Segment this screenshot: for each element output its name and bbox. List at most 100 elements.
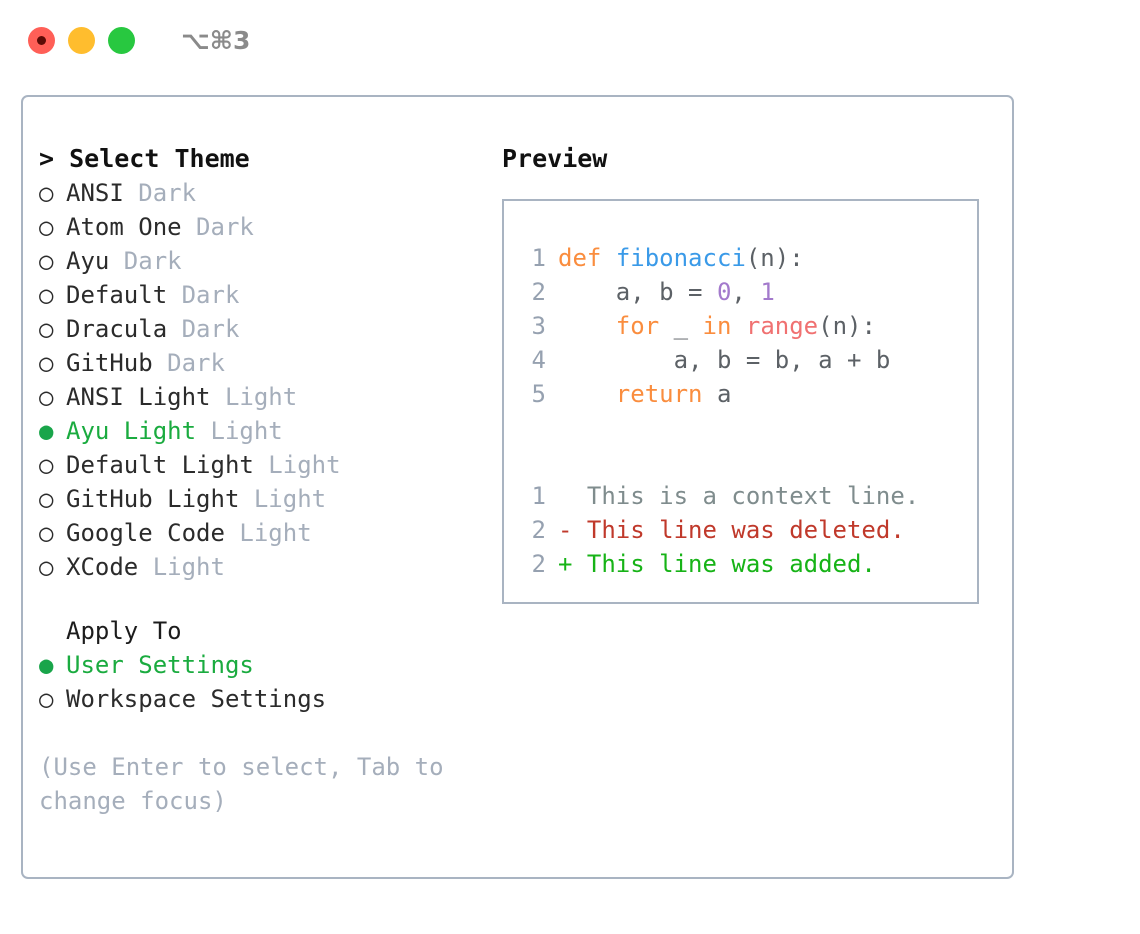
spacer	[39, 584, 469, 614]
preview-heading: Preview	[502, 144, 608, 173]
theme-option-xcode[interactable]: ○XCode Light	[39, 550, 469, 584]
spacer	[518, 411, 977, 445]
apply-to-list: ●User Settings○Workspace Settings	[39, 648, 469, 716]
code-token-plain: a	[702, 380, 732, 408]
theme-option-kind: Light	[196, 417, 283, 445]
code-token-plain	[731, 312, 745, 340]
select-theme-heading: > Select Theme	[39, 144, 250, 173]
theme-option-ayu-light[interactable]: ● Ayu Light Light	[39, 414, 469, 448]
code-token-plain: a, b =	[558, 278, 717, 306]
code-token-kw: in	[702, 312, 732, 340]
code-line-text: return a	[558, 377, 732, 411]
apply-to-option-user-settings[interactable]: ●User Settings	[39, 648, 469, 682]
theme-option-label: Default	[66, 281, 168, 309]
main-content-panel: > Select Theme ○ANSI Dark○Atom One Dark○…	[21, 95, 1014, 879]
theme-option-ansi[interactable]: ○ ANSI Dark	[39, 176, 469, 210]
code-line: 3 for _ in range(n):	[518, 309, 977, 343]
theme-option-default-light[interactable]: ○Default Light Light	[39, 448, 469, 482]
theme-option-kind: Dark	[167, 281, 240, 309]
theme-option-dracula[interactable]: ○Dracula Dark	[39, 312, 469, 346]
code-line: 4 a, b = b, a + b	[518, 343, 977, 377]
code-token-num: 1	[760, 278, 775, 306]
radio-unselected-icon: ○	[39, 349, 54, 377]
code-token-call: range	[745, 312, 819, 340]
radio-unselected-icon: ○	[39, 247, 54, 275]
theme-option-label: ANSI	[66, 179, 124, 207]
theme-option-label: Default Light	[66, 451, 254, 479]
code-line: 5 return a	[518, 377, 977, 411]
theme-option-ansi-light[interactable]: ○ANSI Light Light	[39, 380, 469, 414]
code-line: 2 a, b = 0, 1	[518, 275, 977, 309]
theme-option-label: GitHub Light	[66, 485, 240, 513]
theme-option-ayu[interactable]: ○ Ayu Dark	[39, 244, 469, 278]
radio-unselected-icon: ○	[39, 315, 54, 343]
diff-line-del: 2- This line was deleted.	[518, 513, 977, 547]
theme-option-label: Google Code	[66, 519, 225, 547]
code-token-plain	[601, 244, 615, 272]
code-token-kw: def	[558, 244, 602, 272]
theme-list: ○ANSI Dark○Atom One Dark○Ayu Dark○Defaul…	[39, 176, 469, 584]
code-token-kw: return	[615, 380, 703, 408]
code-line-text: for _ in range(n):	[558, 309, 876, 343]
code-token-plain	[558, 312, 616, 340]
spacer	[518, 445, 977, 479]
line-number: 2	[531, 278, 546, 306]
code-token-plain: a, b = b, a + b	[558, 346, 891, 374]
theme-option-kind: Dark	[152, 349, 225, 377]
theme-selection-column: > Select Theme ○ANSI Dark○Atom One Dark○…	[39, 142, 469, 818]
theme-option-google-code[interactable]: ○Google Code Light	[39, 516, 469, 550]
diff-sample: 1 This is a context line.2- This line wa…	[518, 479, 977, 581]
code-token-kw: for	[615, 312, 660, 340]
radio-selected-icon: ●	[39, 651, 54, 679]
line-number: 3	[531, 312, 546, 340]
zoom-button[interactable]	[108, 26, 135, 54]
theme-option-label: GitHub	[66, 349, 153, 377]
code-token-plain: (n):	[745, 244, 804, 272]
radio-unselected-icon: ○	[39, 485, 54, 513]
theme-option-label: ANSI Light	[66, 383, 211, 411]
theme-option-kind: Dark	[123, 179, 197, 207]
theme-option-github-light[interactable]: ○GitHub Light Light	[39, 482, 469, 516]
code-token-plain: _	[659, 312, 703, 340]
theme-option-kind: Light	[138, 553, 225, 581]
code-line-text: a, b = 0, 1	[558, 275, 775, 309]
line-number: 2	[531, 550, 546, 578]
diff-line-ctx: 1 This is a context line.	[518, 479, 977, 513]
theme-option-kind: Dark	[109, 247, 182, 275]
theme-option-label: Ayu Light	[66, 417, 197, 445]
theme-option-atom-one[interactable]: ○ Atom One Dark	[39, 210, 469, 244]
radio-unselected-icon: ○	[39, 553, 54, 581]
content-columns: > Select Theme ○ANSI Dark○Atom One Dark○…	[23, 97, 1012, 877]
minimize-button[interactable]	[68, 26, 95, 54]
apply-to-heading: Apply To	[66, 617, 182, 645]
theme-option-label: Atom One	[66, 213, 182, 241]
diff-line-text: + This line was added.	[558, 550, 876, 578]
theme-option-label: Dracula	[66, 315, 168, 343]
keyboard-shortcut-label: ⌥⌘3	[181, 25, 251, 55]
line-number: 1	[531, 482, 546, 510]
radio-unselected-icon: ○	[39, 179, 54, 207]
theme-option-github[interactable]: ○ GitHub Dark	[39, 346, 469, 380]
code-line-text: def fibonacci(n):	[558, 241, 804, 275]
diff-line-text: This is a context line.	[558, 482, 920, 510]
radio-selected-icon: ●	[39, 417, 54, 445]
apply-to-option-label: Workspace Settings	[66, 685, 327, 713]
apply-to-option-workspace-settings[interactable]: ○Workspace Settings	[39, 682, 469, 716]
line-number: 5	[531, 380, 546, 408]
theme-option-kind: Dark	[181, 213, 254, 241]
line-number: 4	[531, 346, 546, 374]
code-token-plain	[558, 380, 616, 408]
theme-option-default[interactable]: ○Default Dark	[39, 278, 469, 312]
close-button[interactable]	[28, 26, 55, 54]
radio-unselected-icon: ○	[39, 213, 54, 241]
code-token-plain: (n):	[818, 312, 876, 340]
radio-unselected-icon: ○	[39, 451, 54, 479]
code-line-text: a, b = b, a + b	[558, 343, 891, 377]
theme-option-kind: Light	[210, 383, 298, 411]
theme-option-label: Ayu	[66, 247, 110, 275]
